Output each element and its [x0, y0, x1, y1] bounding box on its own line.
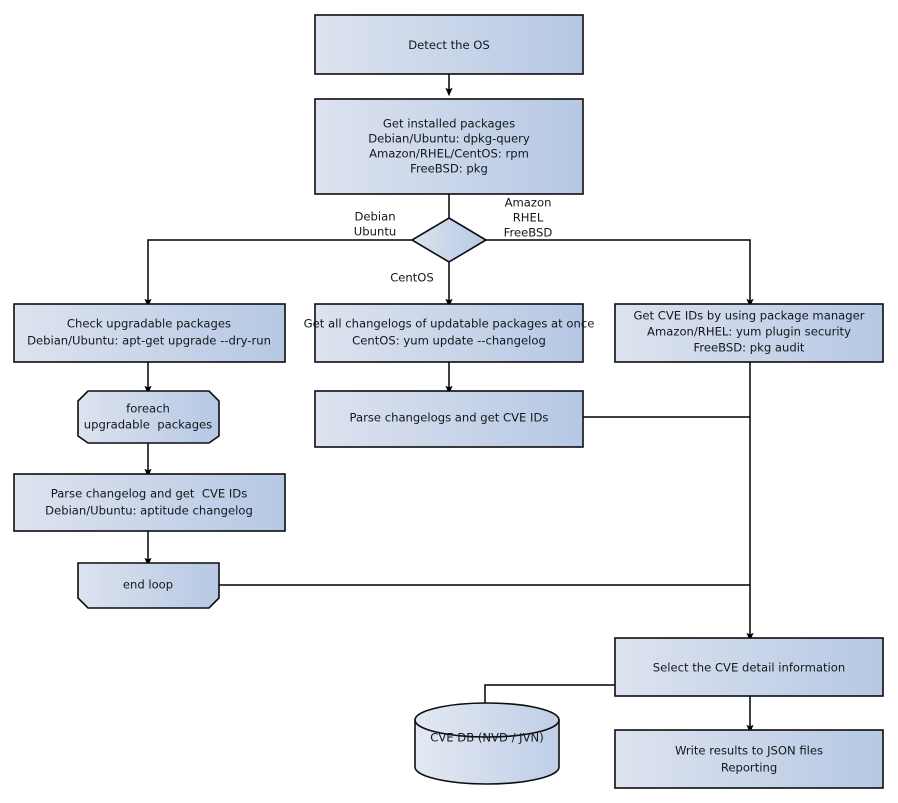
- loop-start-line-1: foreach: [126, 402, 170, 416]
- detect-os-box: [314, 14, 584, 75]
- select-cve-detail-label: Select the CVE detail information: [653, 661, 845, 675]
- node-select-cve-detail[interactable]: Select the CVE detail information: [614, 637, 884, 697]
- check-upgradable-box: [13, 303, 286, 363]
- node-parse-changelog-single[interactable]: Parse changelog and get CVE IDs Debian/U…: [13, 473, 286, 532]
- edge-label-amazon-rhel-freebsd: Amazon RHEL FreeBSD: [504, 196, 553, 240]
- detect-os-label: Detect the OS: [408, 38, 490, 52]
- write-results-box: [614, 729, 884, 789]
- get-installed-packages-line-2: Debian/Ubuntu: dpkg-query: [368, 132, 530, 146]
- label-centos: CentOS: [390, 271, 434, 285]
- node-parse-changelogs-multi[interactable]: Parse changelogs and get CVE IDs: [314, 390, 584, 448]
- label-ubuntu: Ubuntu: [354, 225, 396, 239]
- parse-changelogs-multi-label: Parse changelogs and get CVE IDs: [350, 411, 549, 425]
- get-installed-packages-line-1: Get installed packages: [383, 117, 515, 131]
- node-get-cve-ids-pkg-manager[interactable]: Get CVE IDs by using package manager Ama…: [614, 303, 884, 363]
- label-amazon: Amazon: [505, 196, 552, 210]
- label-freebsd: FreeBSD: [504, 226, 553, 240]
- node-os-decision[interactable]: [410, 217, 488, 263]
- cve-db-cylinder-top: [414, 702, 560, 738]
- parse-changelog-single-line-2: Debian/Ubuntu: aptitude changelog: [45, 504, 253, 518]
- check-upgradable-line-2: Debian/Ubuntu: apt-get upgrade --dry-run: [27, 334, 271, 348]
- node-cve-db[interactable]: CVE DB (NVD / JVN): [414, 702, 560, 785]
- cve-db-label: CVE DB (NVD / JVN): [430, 731, 543, 745]
- get-cve-ids-line-2: Amazon/RHEL: yum plugin security: [647, 325, 851, 339]
- write-results-line-1: Write results to JSON files: [675, 744, 823, 758]
- get-all-changelogs-line-2: CentOS: yum update --changelog: [352, 334, 546, 348]
- get-installed-packages-line-4: FreeBSD: pkg: [410, 162, 488, 176]
- label-debian: Debian: [354, 210, 395, 224]
- node-loop-start[interactable]: foreach upgradable packages: [77, 390, 220, 444]
- connector-decision-to-get-cve-ids: [484, 239, 754, 308]
- node-detect-os[interactable]: Detect the OS: [314, 14, 584, 75]
- node-loop-end[interactable]: end loop: [77, 562, 220, 609]
- node-get-all-changelogs[interactable]: Get all changelogs of updatable packages…: [304, 303, 595, 363]
- node-write-results[interactable]: Write results to JSON files Reporting: [614, 729, 884, 789]
- loop-end-shape: [77, 562, 220, 609]
- check-upgradable-line-1: Check upgradable packages: [67, 317, 231, 331]
- write-results-line-2: Reporting: [721, 761, 777, 775]
- parse-changelogs-multi-box: [314, 390, 584, 448]
- parse-changelog-single-box: [13, 473, 286, 532]
- get-installed-packages-line-3: Amazon/RHEL/CentOS: rpm: [369, 147, 529, 161]
- select-cve-detail-box: [614, 637, 884, 697]
- loop-end-label: end loop: [123, 578, 173, 592]
- get-cve-ids-box: [614, 303, 884, 363]
- node-get-installed-packages[interactable]: Get installed packages Debian/Ubuntu: dp…: [314, 98, 584, 195]
- get-all-changelogs-box: [314, 303, 584, 363]
- connector-decision-to-check-upgradable: [144, 239, 414, 308]
- get-all-changelogs-line-1: Get all changelogs of updatable packages…: [304, 317, 595, 331]
- parse-changelog-single-line-1: Parse changelog and get CVE IDs: [51, 487, 248, 501]
- loop-start-line-2: upgradable packages: [84, 418, 212, 432]
- label-rhel: RHEL: [513, 211, 544, 225]
- node-check-upgradable[interactable]: Check upgradable packages Debian/Ubuntu:…: [13, 303, 286, 363]
- cve-db-cylinder-body: [414, 719, 560, 785]
- get-cve-ids-line-3: FreeBSD: pkg audit: [694, 341, 805, 355]
- get-installed-packages-box: [314, 98, 584, 195]
- os-decision-diamond: [410, 217, 488, 263]
- get-cve-ids-line-1: Get CVE IDs by using package manager: [633, 309, 864, 323]
- loop-start-shape: [77, 390, 220, 444]
- edge-label-debian-ubuntu: Debian Ubuntu: [354, 210, 396, 239]
